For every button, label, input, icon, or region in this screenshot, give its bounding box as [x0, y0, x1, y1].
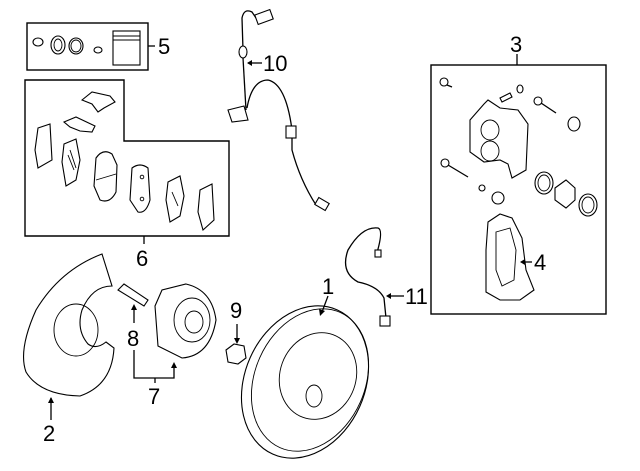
repair-kit-group: 5 [26, 22, 170, 71]
axle-nut-group: 9 [225, 298, 247, 365]
brake-rotor-group: 1 [240, 274, 370, 459]
callout-8-arrow [131, 304, 137, 310]
brake-pad-group: 6 [24, 79, 230, 271]
wheel-stud [117, 283, 149, 307]
brake-hose [344, 227, 387, 319]
callout-11-arrow [386, 293, 391, 299]
abs-wire-clip [285, 125, 297, 139]
kit-seal-ring-2 [68, 37, 84, 55]
brake-rotor-vent [250, 308, 370, 452]
brake-rotor-hat [278, 332, 358, 420]
abs-grommet [238, 45, 248, 59]
abs-sensor-wire-mid [242, 57, 247, 111]
callout-4-label: 4 [534, 250, 546, 275]
callout-3-label: 3 [510, 32, 522, 57]
piston-seal [534, 171, 554, 195]
caliper-assembly-group: 3 [430, 32, 607, 315]
callout-9-arrow [234, 338, 240, 344]
splash-shield-group: 2 [23, 253, 115, 446]
anti-rattle-clip-2 [62, 116, 96, 133]
axle-nut [225, 343, 247, 365]
callout-11-label: 11 [405, 284, 428, 309]
pad-shim-inner-left [61, 138, 81, 187]
callout-1-arrow [319, 309, 325, 316]
pad-shim-outer-right [197, 183, 215, 232]
caliper-housing [469, 99, 529, 179]
splash-shield [23, 253, 115, 397]
brake-pad-inner [129, 164, 151, 213]
abs-connector [254, 8, 274, 26]
callout-1-label: 1 [322, 274, 334, 299]
callout-4-arrow [520, 259, 525, 265]
abs-sensor-wire-upper [241, 10, 257, 51]
callout-7-arrow [171, 362, 177, 368]
pad-shim-outer-left [34, 123, 53, 169]
callout-2-label: 2 [43, 421, 55, 446]
piston-dust-boot [578, 193, 598, 217]
brake-rotor-outer [240, 305, 370, 459]
abs-sensor-head [314, 196, 330, 212]
brake-rotor-center-bore [305, 384, 323, 408]
caliper-assembly-box [430, 64, 607, 315]
caliper-guide-pin-upper [533, 96, 557, 114]
callout-7-bracket [133, 350, 175, 379]
kit-bleeder-cap [32, 37, 44, 47]
caliper-bleeder-cap [516, 84, 524, 94]
caliper-piston [554, 179, 576, 209]
callout-10-label: 10 [263, 51, 287, 76]
caliper-pin-boot-lower [491, 191, 505, 205]
hub-group: 8 7 [117, 283, 217, 409]
callout-6-label: 6 [136, 246, 148, 271]
brake-pad-box [24, 79, 230, 237]
callout-8-label: 8 [127, 326, 139, 351]
kit-grease-packet [112, 30, 141, 66]
anti-rattle-clip-1 [80, 91, 116, 113]
pad-shim-inner-right [165, 175, 185, 223]
abs-sensor-wire-lower [246, 79, 317, 206]
caliper-support-bracket [485, 213, 535, 301]
kit-seal-ring-1 [50, 35, 66, 55]
brake-pad-outer [93, 151, 118, 202]
callout-10-arrow [247, 60, 252, 66]
caliper-bleeder-bolt [439, 77, 453, 88]
hub-assembly [154, 283, 217, 359]
callout-2-arrow [48, 397, 54, 403]
kit-pin-boot [93, 46, 103, 54]
callout-9-label: 9 [230, 298, 242, 323]
brake-hose-fitting-bottom [379, 315, 391, 327]
splash-shield-center [53, 303, 99, 357]
callout-5-label: 5 [158, 34, 170, 59]
brake-hose-fitting-top [374, 249, 382, 258]
caliper-pin-sleeve [478, 184, 486, 192]
abs-sensor-group: 10 [227, 8, 330, 212]
caliper-pin-boot-upper [567, 116, 581, 132]
callout-1-leader [321, 295, 329, 313]
brake-hose-group: 11 [344, 227, 428, 327]
callout-7-label: 7 [148, 384, 160, 409]
caliper-bleeder-screw [499, 92, 513, 103]
abs-sensor-bracket [227, 105, 249, 123]
caliper-guide-pin-lower [440, 158, 469, 178]
